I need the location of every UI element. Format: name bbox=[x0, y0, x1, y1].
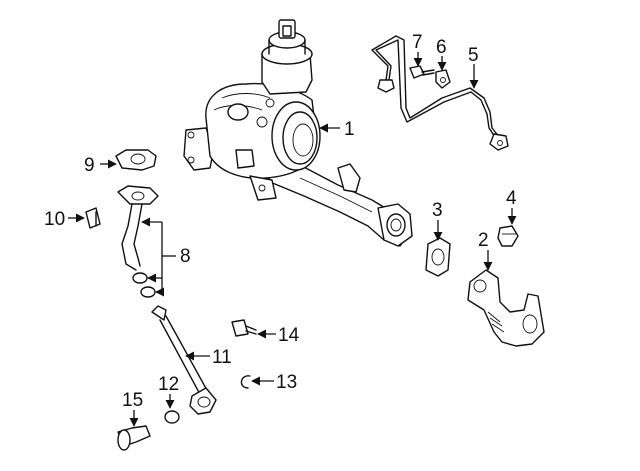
turbocharger-assembly[interactable] bbox=[183, 19, 413, 247]
bolt-10[interactable] bbox=[85, 207, 101, 229]
callout-1: 1 bbox=[344, 119, 355, 140]
callout-13: 13 bbox=[276, 372, 297, 393]
line-clamp[interactable] bbox=[435, 69, 451, 89]
callout-15: 15 bbox=[122, 390, 143, 411]
o-ring-12[interactable] bbox=[164, 410, 180, 424]
bolt-15[interactable] bbox=[117, 425, 151, 451]
callout-5: 5 bbox=[468, 45, 479, 66]
leader-lines bbox=[68, 52, 517, 427]
oil-feed-line[interactable] bbox=[371, 35, 509, 151]
bolt-7[interactable] bbox=[409, 65, 435, 79]
callout-6: 6 bbox=[436, 37, 447, 58]
callout-8: 8 bbox=[180, 246, 191, 267]
egr-pipe[interactable] bbox=[467, 269, 545, 347]
callout-2: 2 bbox=[478, 230, 489, 251]
callout-11: 11 bbox=[212, 347, 232, 368]
gasket-3[interactable] bbox=[425, 237, 451, 277]
gasket-9[interactable] bbox=[115, 149, 157, 171]
callout-12: 12 bbox=[158, 374, 179, 395]
oil-drain-tube[interactable] bbox=[151, 305, 217, 415]
callout-14: 14 bbox=[278, 325, 300, 346]
clip-13[interactable] bbox=[240, 375, 251, 389]
bolt-14[interactable] bbox=[231, 319, 257, 337]
callout-7: 7 bbox=[412, 32, 423, 53]
oil-return-pipe[interactable] bbox=[117, 185, 159, 298]
callout-10: 10 bbox=[44, 209, 65, 230]
callout-4: 4 bbox=[506, 188, 517, 209]
callout-3: 3 bbox=[432, 200, 443, 221]
callout-labels: 1 2 3 4 5 6 7 8 9 10 11 12 13 14 15 bbox=[44, 32, 517, 411]
callout-9: 9 bbox=[84, 155, 95, 176]
nut-4[interactable] bbox=[497, 225, 519, 247]
